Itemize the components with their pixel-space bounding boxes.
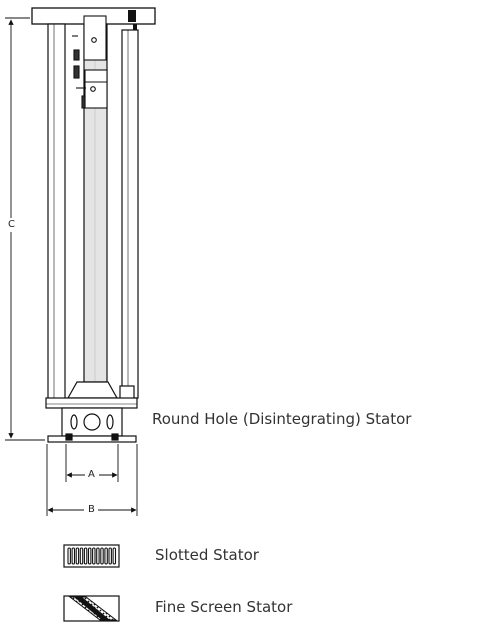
fine-screen-stator-label: Fine Screen Stator: [155, 598, 293, 616]
slotted-stator-label: Slotted Stator: [155, 546, 259, 564]
frame-columns: [47, 23, 139, 401]
stator-slot: [112, 547, 117, 565]
dimension-a-label: A: [87, 469, 96, 480]
dimension-b: [46, 444, 138, 516]
dimension-c: [5, 17, 45, 441]
stator-slot: [75, 547, 80, 565]
upper-coupling: [72, 15, 108, 109]
stator-slot: [108, 547, 112, 565]
stator-slot: [71, 547, 76, 565]
fine-screen-stator-icon: [63, 595, 120, 622]
stator-slot: [83, 547, 88, 565]
round-hole-stator-drawing: [65, 413, 119, 441]
stator-slot: [104, 547, 108, 565]
dimension-b-label: B: [87, 504, 96, 515]
stator-slot: [96, 547, 100, 565]
slotted-stator-icon: [63, 544, 120, 568]
dimension-a: [65, 444, 119, 482]
dimension-c-label: C: [7, 219, 16, 230]
stator-slot: [92, 547, 96, 565]
stator-slot: [79, 547, 84, 565]
stator-slot: [67, 547, 71, 565]
stator-slot: [87, 547, 92, 565]
stator-slot: [100, 547, 104, 565]
round-hole-stator-label: Round Hole (Disintegrating) Stator: [152, 410, 412, 428]
